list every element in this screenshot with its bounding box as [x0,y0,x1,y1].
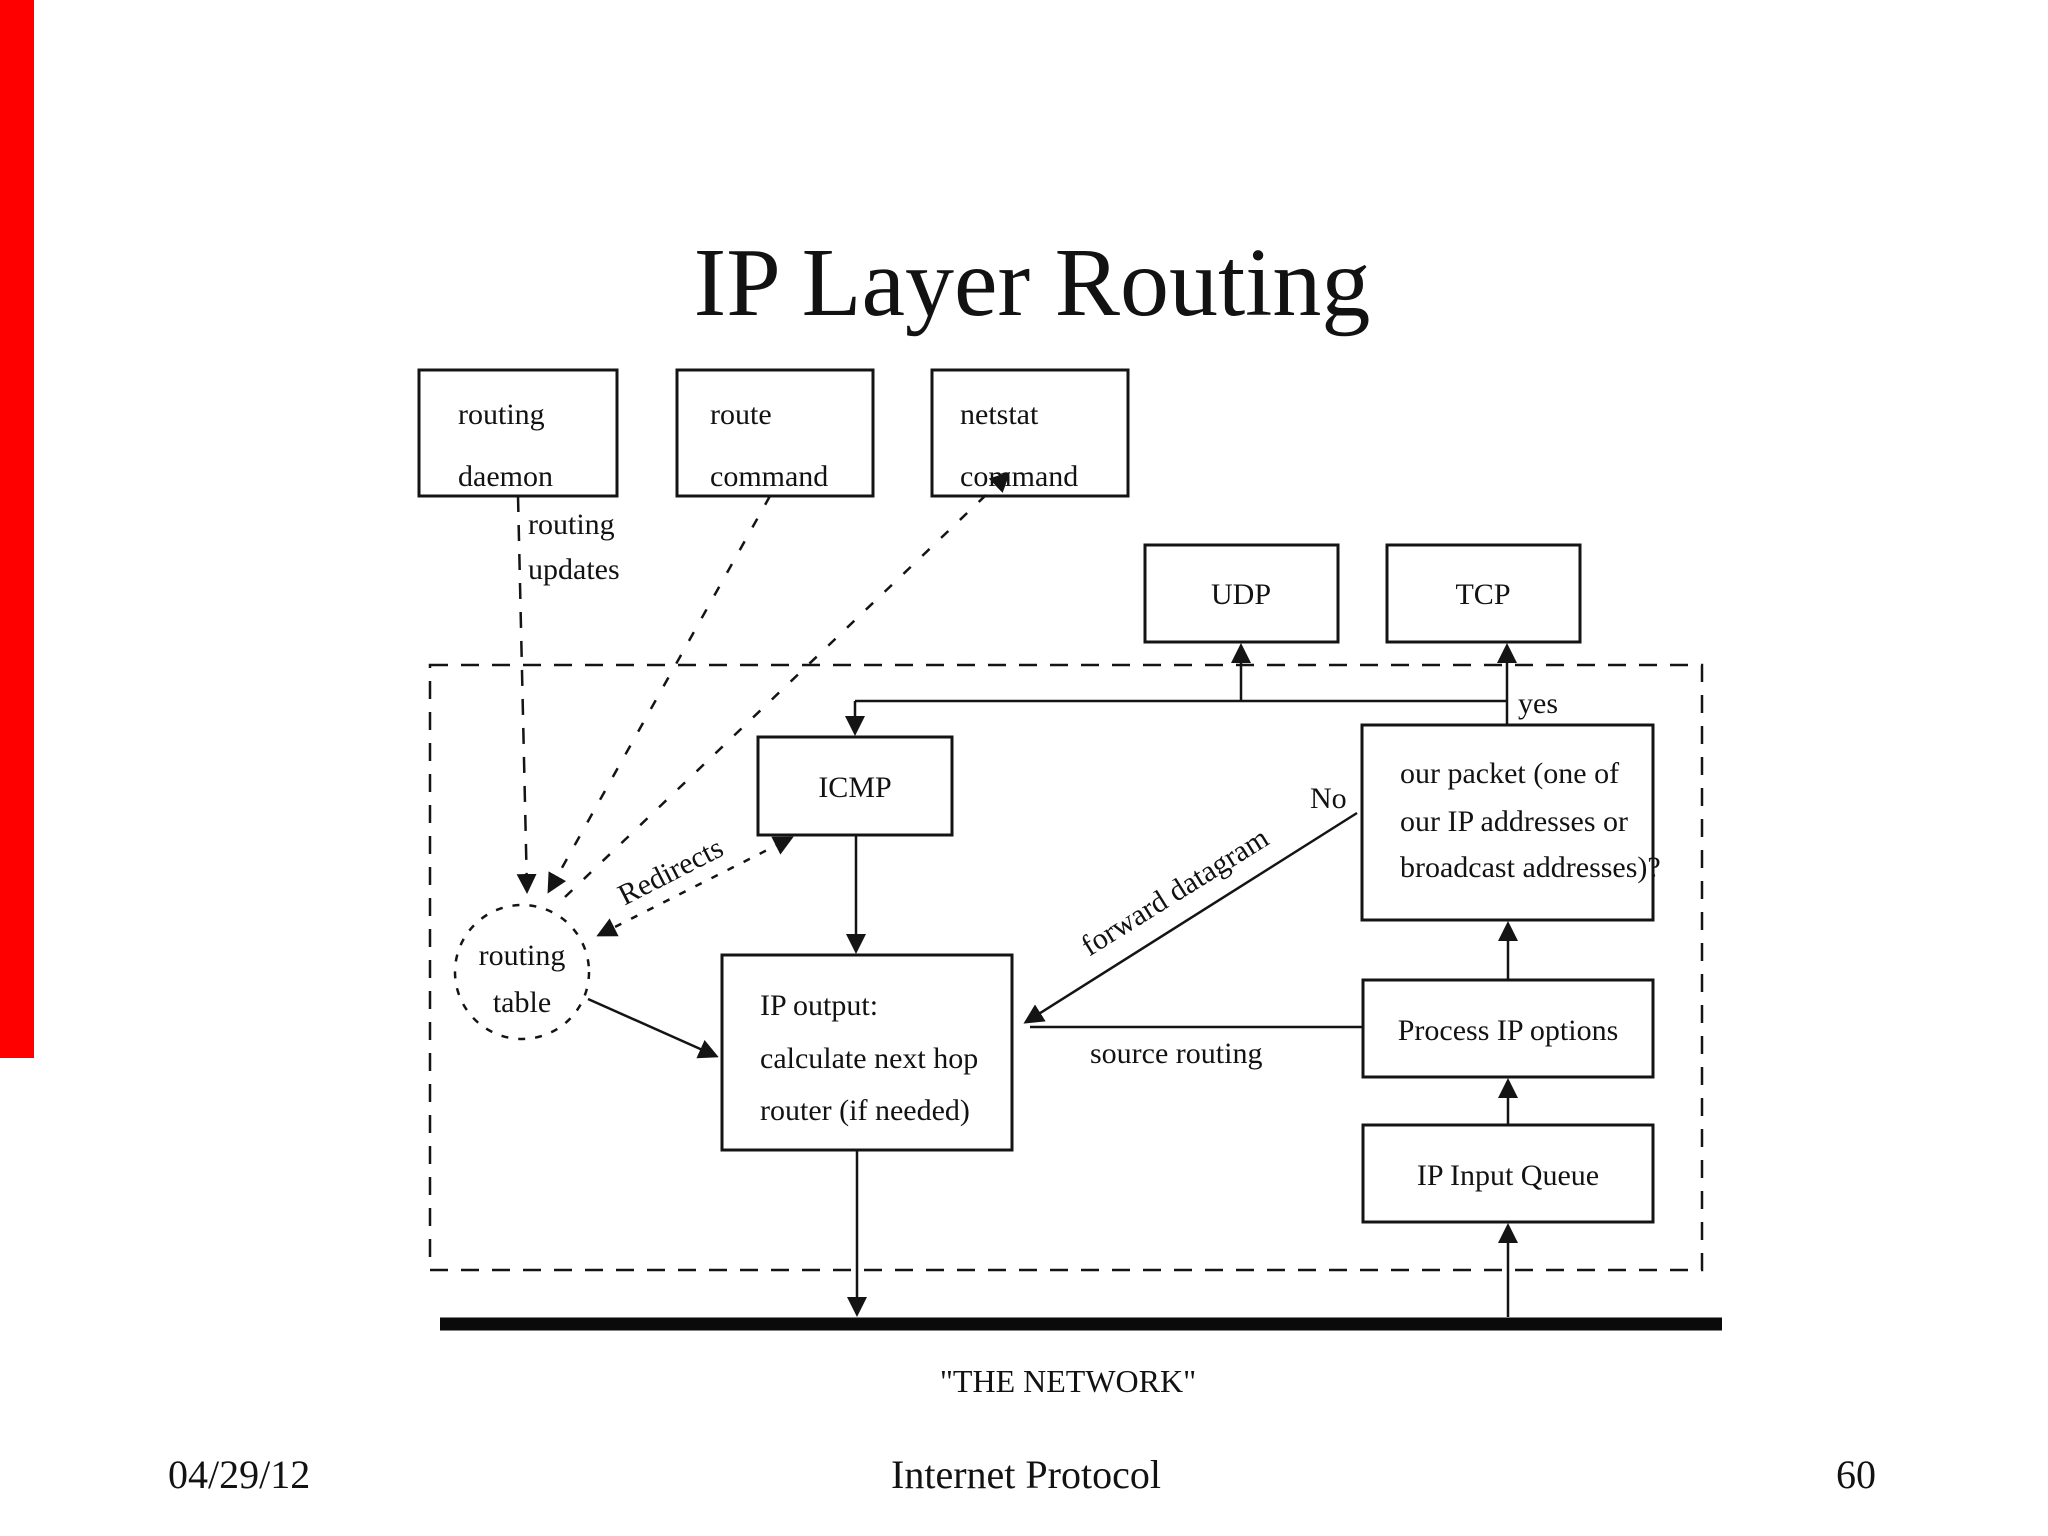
udp-box: UDP [1143,543,1340,644]
tcp-box: TCP [1385,543,1582,644]
ip-output-box: IP output: calculate next hop router (if… [720,953,1014,1152]
red-accent-bar [0,0,34,1058]
process-ip-options-label: Process IP options [1398,1014,1619,1047]
our-packet-label-line3: broadcast addresses)? [1400,851,1661,884]
ip-output-label-line3: router (if needed) [760,1094,970,1127]
network-label: "THE NETWORK" [940,1363,1196,1399]
source-routing-label: source routing [1090,1037,1262,1070]
routing-daemon-label-line1: routing [458,398,545,431]
page-title: IP Layer Routing [694,229,1371,337]
routing-table-circle: routing table [453,903,591,1041]
routing-table-label-line1: routing [479,939,566,972]
yes-label: yes [1518,687,1558,720]
forward-datagram-label: forward datagram [1075,821,1274,962]
icmp-box: ICMP [756,735,954,837]
ip-output-label-line1: IP output: [760,989,878,1022]
our-packet-box: our packet (one of our IP addresses or b… [1360,723,1661,922]
netstat-command-label-line1: netstat [960,398,1039,431]
udp-label: UDP [1211,578,1271,611]
routing-table-label-line2: table [493,986,551,1019]
netstat-command-box: netstat command [930,368,1130,498]
ip-input-queue-box: IP Input Queue [1361,1123,1655,1224]
table-to-ip-output-arrow [587,997,719,1059]
routing-updates-label-line1: routing [528,508,615,541]
ip-output-label-line2: calculate next hop [760,1042,978,1075]
routing-updates-label-line2: updates [528,553,620,586]
routing-daemon-label-line2: daemon [458,460,553,493]
kernel-dashed-border [428,663,1704,1272]
process-ip-options-box: Process IP options [1361,978,1655,1079]
tcp-label: TCP [1455,578,1510,611]
footer-date: 04/29/12 [168,1452,310,1497]
our-packet-label-line2: our IP addresses or [1400,805,1628,838]
route-command-label-line1: route [710,398,772,431]
route-command-label-line2: command [710,460,828,493]
our-packet-label-line1: our packet (one of [1400,757,1619,790]
routing-daemon-box: routing daemon [417,368,619,498]
ip-input-queue-label: IP Input Queue [1417,1159,1599,1192]
footer-page-number: 60 [1836,1452,1876,1497]
routing-daemon-to-table-arrow [516,495,537,894]
footer-title: Internet Protocol [891,1452,1161,1497]
redirects-label: Redirects [613,831,729,912]
route-command-box: route command [675,368,875,498]
forward-datagram-arrow [1023,811,1358,1024]
icmp-label: ICMP [818,771,891,804]
no-label: No [1310,782,1347,815]
netstat-command-label-line2: command [960,460,1078,493]
